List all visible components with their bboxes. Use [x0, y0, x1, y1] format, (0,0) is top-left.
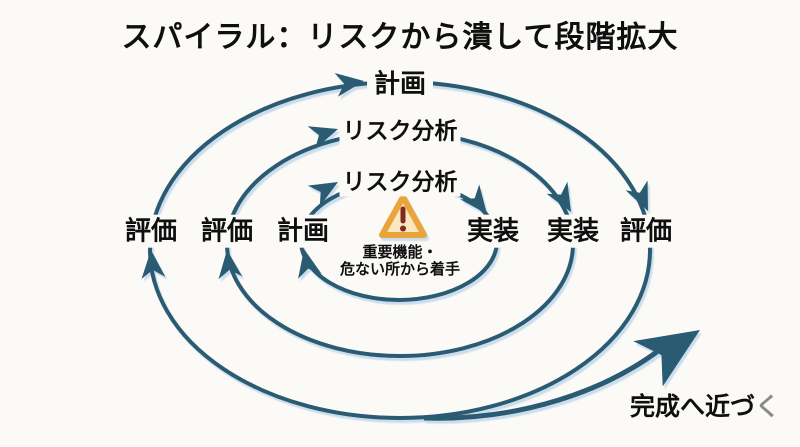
completion-label: 完成へ近づく	[630, 387, 780, 423]
arrowhead-icon	[298, 249, 322, 279]
center-note-line1: 重要機能・	[362, 243, 438, 261]
center-note-line2: 危ない所から着手	[339, 261, 461, 278]
label-risk-analysis-middle: リスク分析	[339, 116, 461, 146]
exit-arrow-shaft	[423, 346, 664, 421]
arrowhead-icon	[460, 184, 487, 214]
completion-label-main: 完成へ近づ	[629, 393, 755, 421]
arrowhead-icon	[141, 250, 166, 279]
spiral-arrowheads	[141, 73, 700, 387]
label-evaluation-outer: 評価	[119, 214, 183, 248]
center-note: 重要機能・ 危ない所から着手	[340, 244, 460, 279]
label-implementation-middle: 実装	[541, 214, 605, 248]
label-plan-outer: 計画	[366, 67, 434, 101]
label-evaluation-middle: 評価	[195, 214, 259, 248]
warning-triangle-icon	[379, 194, 427, 238]
label-implementation-inner: 実装	[461, 214, 525, 248]
arrowhead-icon	[307, 126, 338, 150]
page-title: スパイラル：リスクから潰して段階拡大	[121, 21, 679, 54]
arrowhead-icon	[546, 181, 571, 212]
arrowhead-icon	[625, 180, 648, 211]
completion-arrowhead-icon	[633, 330, 700, 387]
arrowhead-icon	[334, 73, 364, 97]
label-risk-analysis-inner: リスク分析	[339, 167, 461, 197]
completion-label-tail: く	[755, 393, 781, 421]
arrowhead-icon	[307, 182, 338, 207]
label-plan-inner: 計画	[271, 214, 335, 248]
label-evaluation-right: 評価	[614, 214, 678, 248]
arrowhead-icon	[218, 250, 243, 280]
